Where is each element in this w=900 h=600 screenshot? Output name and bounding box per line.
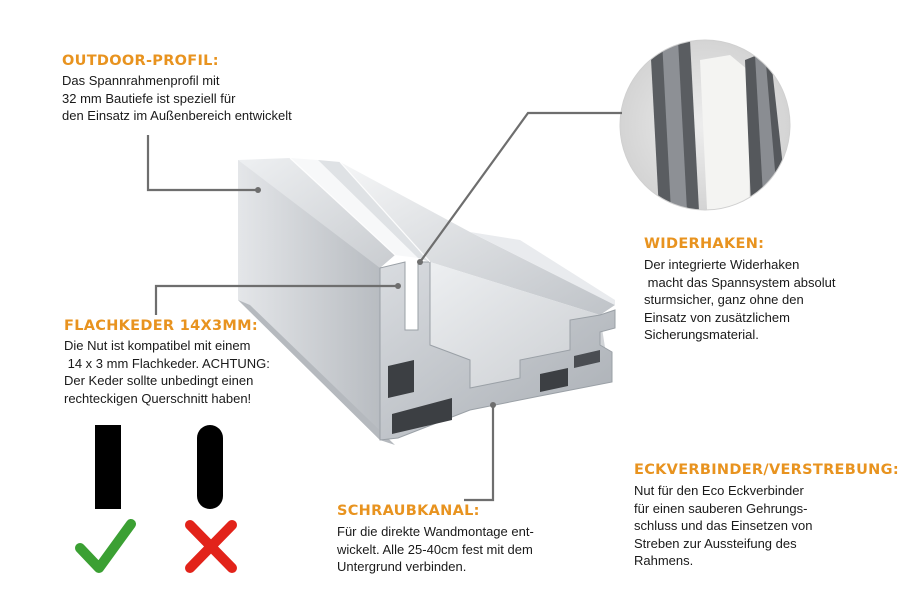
- schraubkanal-line: Für die direkte Wandmontage ent-: [337, 524, 534, 539]
- check-icon: [75, 519, 136, 573]
- leader-flachkeder: [154, 284, 398, 315]
- eckverbinder-text: Nut für den Eco Eckverbinder für einen s…: [634, 482, 813, 570]
- flachkeder-line: Der Keder sollte unbedingt einen: [64, 373, 254, 388]
- schraubkanal-line: wickelt. Alle 25-40cm fest mit dem: [337, 541, 533, 557]
- leader-widerhaken: [419, 111, 622, 263]
- flachkeder-text: Die Nut ist kompatibel mit einem 14 x 3 …: [64, 337, 270, 407]
- eckverbinder-line: Nut für den Eco Eckverbinder: [634, 483, 804, 498]
- eckverbinder-heading: ECKVERBINDER/VERSTREBUNG:: [634, 462, 899, 478]
- widerhaken-line: Sicherungsmaterial.: [644, 327, 759, 342]
- eckverbinder-line: für einen sauberen Gehrungs-: [634, 500, 808, 516]
- widerhaken-line: Einsatz von zusätzlichem: [644, 309, 790, 325]
- widerhaken-text: Der integrierte Widerhaken macht das Spa…: [644, 256, 836, 344]
- keder-rounded-sample: [197, 425, 223, 509]
- widerhaken-line: Der integrierte Widerhaken: [644, 257, 800, 272]
- outdoor-profil-heading: OUTDOOR-PROFIL:: [62, 53, 219, 69]
- schraubkanal-text: Für die direkte Wandmontage ent- wickelt…: [337, 523, 534, 576]
- flachkeder-line: Die Nut ist kompatibel mit einem: [64, 338, 251, 353]
- widerhaken-detail-circle: [619, 39, 791, 211]
- widerhaken-line: macht das Spannsystem absolut: [644, 274, 836, 290]
- flachkeder-line: 14 x 3 mm Flachkeder. ACHTUNG:: [64, 355, 270, 371]
- flachkeder-heading: FLACHKEDER 14X3MM:: [64, 318, 258, 334]
- cross-icon: [185, 520, 237, 573]
- outdoor-profil-text: Das Spannrahmenprofil mit 32 mm Bautiefe…: [62, 72, 292, 125]
- schraubkanal-heading: SCHRAUBKANAL:: [337, 503, 480, 519]
- keder-rectangular-sample: [95, 425, 121, 509]
- schraubkanal-line: Untergrund verbinden.: [337, 559, 467, 574]
- outdoor-profil-line: 32 mm Bautiefe ist speziell für: [62, 90, 236, 106]
- flachkeder-line: rechteckigen Querschnitt haben!: [64, 390, 252, 406]
- aluminium-profile: [238, 157, 616, 445]
- leader-dots: [255, 187, 496, 408]
- eckverbinder-line: Rahmens.: [634, 553, 694, 568]
- leader-schraubkanal: [464, 405, 495, 502]
- outdoor-profil-line: den Einsatz im Außenbereich entwickelt: [62, 108, 292, 123]
- leader-lines: [146, 111, 622, 502]
- outdoor-profil-line: Das Spannrahmenprofil mit: [62, 73, 220, 88]
- widerhaken-heading: WIDERHAKEN:: [644, 236, 765, 252]
- widerhaken-line: sturmsicher, ganz ohne den: [644, 292, 804, 307]
- leader-outdoor: [146, 135, 258, 192]
- eckverbinder-line: Streben zur Aussteifung des: [634, 535, 797, 551]
- eckverbinder-line: schluss und das Einsetzen von: [634, 518, 813, 533]
